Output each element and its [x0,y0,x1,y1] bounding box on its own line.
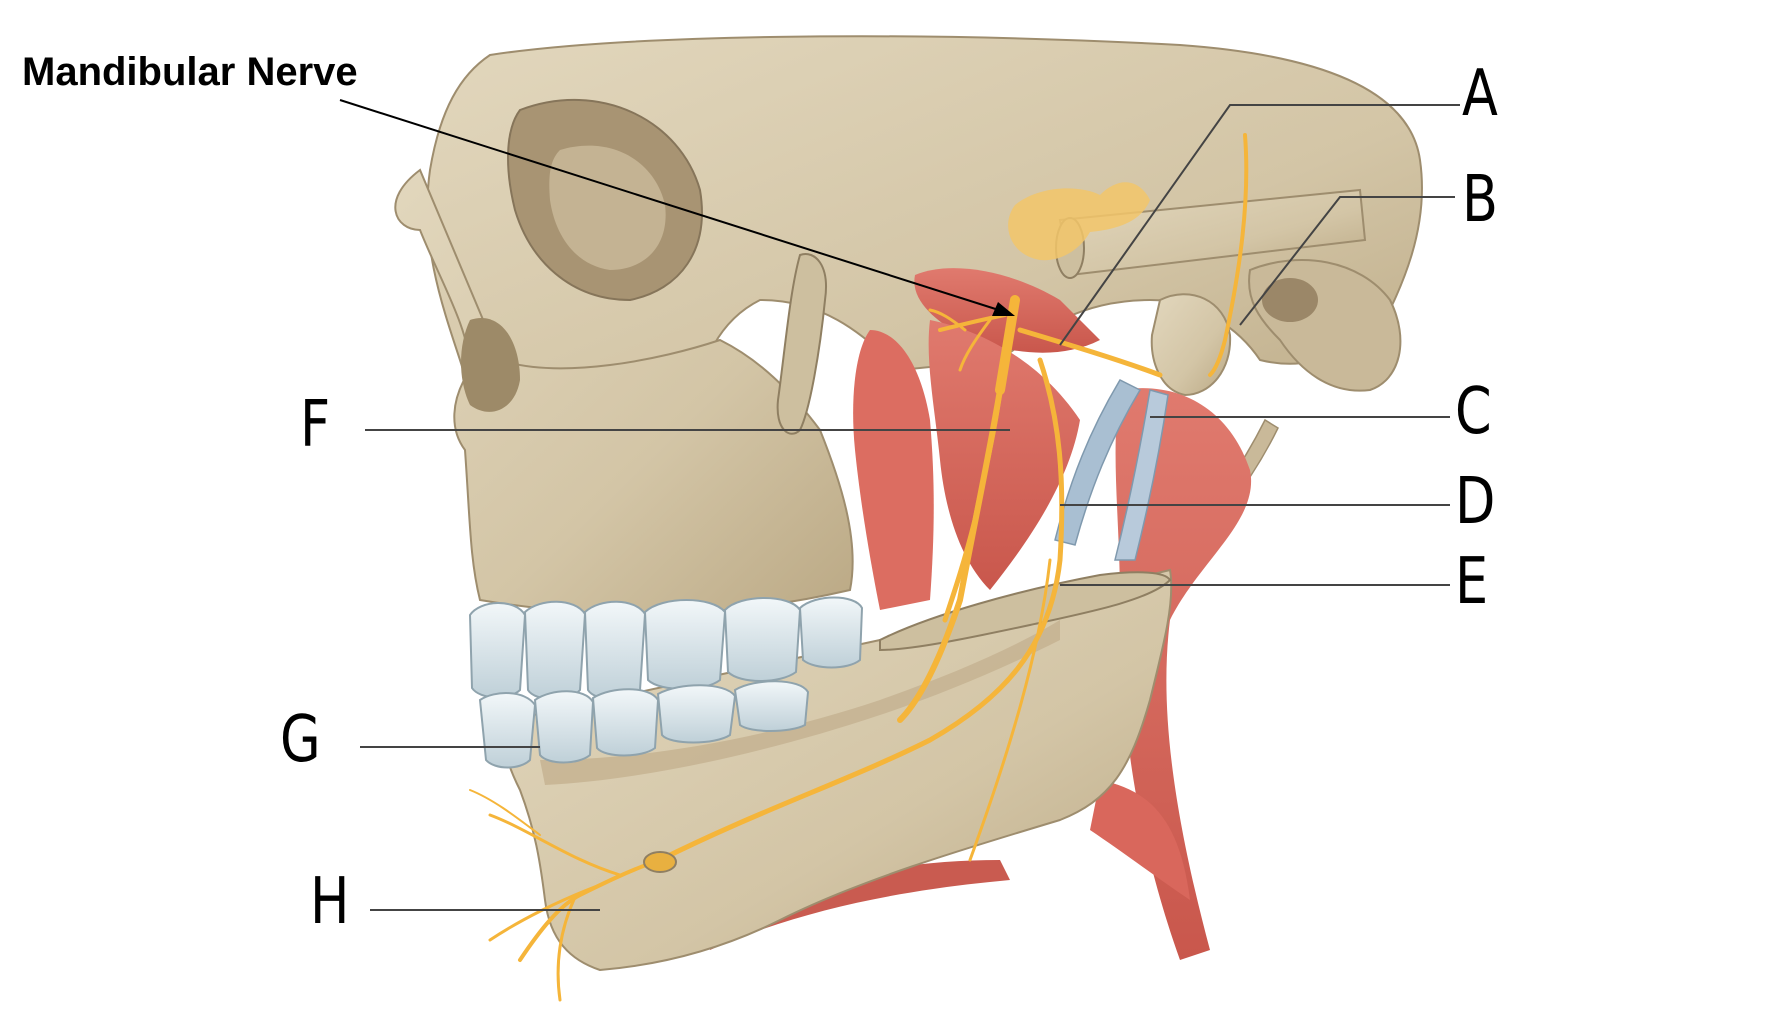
buccinator-muscle [853,330,934,610]
nerve-branches [469,133,1249,1002]
mental-branch [488,813,622,877]
mental-branch [556,895,577,1002]
blood-vessel [1114,389,1169,561]
blood-vessel [1054,379,1142,546]
infratemporal-highlight [1008,182,1150,261]
label-d: D [1455,465,1496,539]
mandibular-nerve-pointer [339,99,1006,313]
label-c: C [1455,375,1492,449]
nerve-branch [928,308,967,332]
nerve-branch [958,318,992,372]
leader-line-b [1239,196,1455,326]
mandibular-nerve-label: Mandibular Nerve [22,50,358,94]
label-b: B [1462,163,1499,237]
mental-nerve [518,858,662,962]
buccal-nerve [942,387,1003,623]
digastric-muscle [700,860,1010,950]
nerve-branch [938,313,1007,332]
mental-branch [469,789,541,836]
auriculotemporal-ascending [1208,133,1249,377]
upper-teeth [468,596,864,700]
mandibular-canal [540,620,1060,785]
label-f: F [300,388,331,462]
mandible-ramus-cut [879,571,1172,652]
leader-line-a [1059,104,1460,346]
label-h: H [310,865,350,939]
leader-lines [339,99,1460,911]
mandibular-nerve-trunk [995,295,1020,395]
lower-teeth [478,680,810,769]
external-acoustic-meatus [1262,278,1318,322]
nasal-aperture [461,318,520,412]
mylohyoid-nerve [968,558,1052,862]
mandibular-nerve-arrowhead [992,302,1015,316]
label-g: G [280,703,321,777]
label-a: A [1462,57,1498,131]
lower-neck-muscle [1090,780,1190,900]
medial-pterygoid-muscle [928,320,1080,590]
mental-foramen [643,851,677,873]
mandibular-condyle [1150,293,1232,397]
inferior-alveolar-nerve [657,357,1065,863]
auriculotemporal-nerve [1017,327,1163,378]
label-e: E [1455,545,1489,619]
